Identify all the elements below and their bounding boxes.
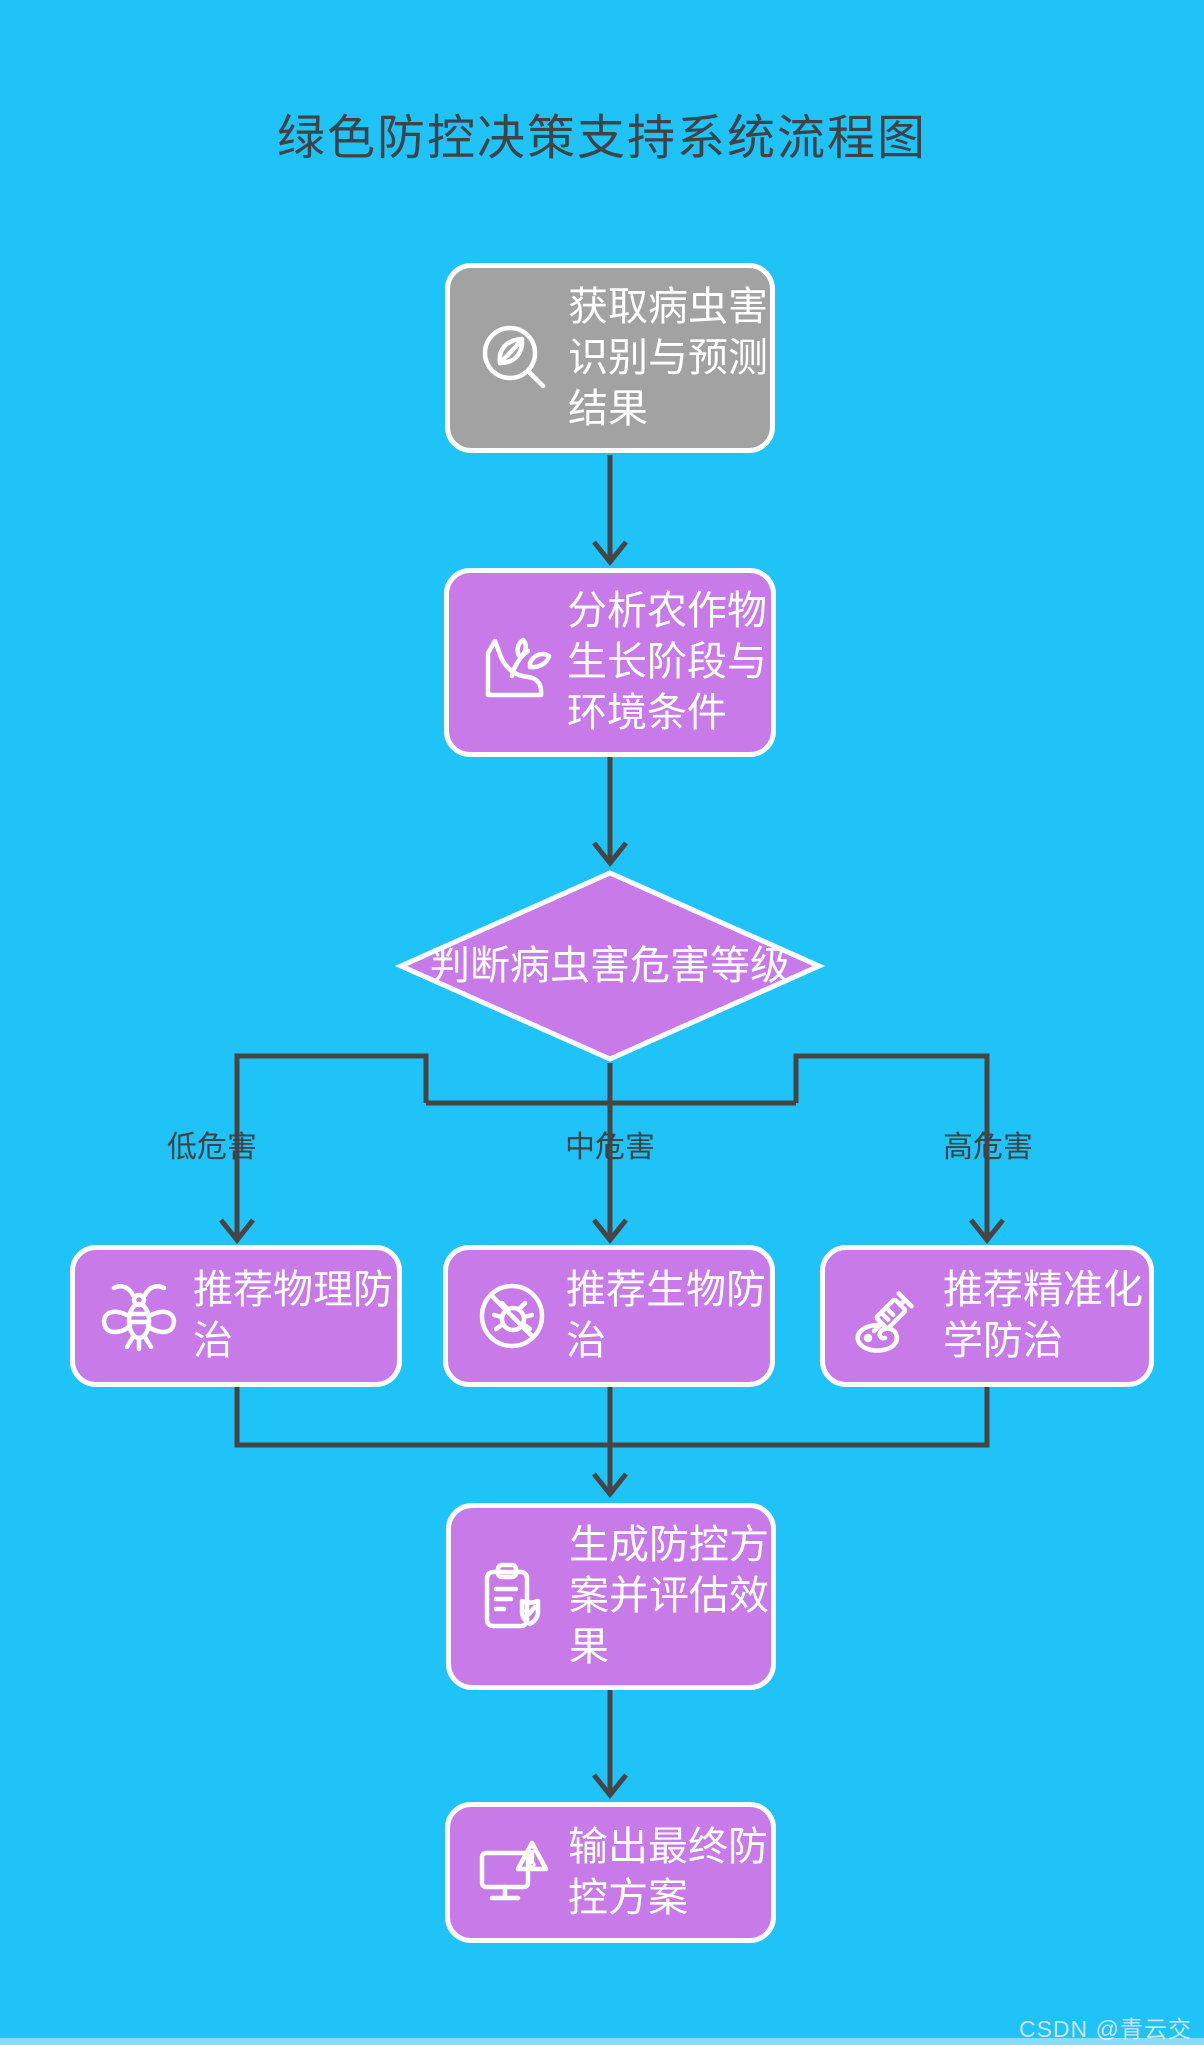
node-evaluate: 生成防控方案并评估效果	[446, 1503, 776, 1690]
clipboard-check-icon	[484, 1562, 541, 1628]
arrowhead	[969, 1218, 1005, 1245]
node-decision: 判断病虫害危害等级	[394, 869, 826, 1063]
arrowhead	[592, 1218, 628, 1245]
node-label: 获取病虫害识别与预测结果	[568, 284, 768, 431]
node-label: 输出最终防控方案	[568, 1824, 768, 1920]
watermark: CSDN @青云交	[1019, 2016, 1192, 2042]
node-acquire: 获取病虫害识别与预测结果	[445, 263, 775, 453]
node-biological: 推荐生物防治	[443, 1245, 775, 1387]
monitor-alert-icon	[479, 1840, 549, 1900]
diamond-shape	[394, 870, 826, 1062]
branch-rail-low	[234, 1053, 429, 1238]
bottom-strip	[0, 2038, 1204, 2045]
branch-label-high: 高危害	[943, 1131, 1033, 1164]
node-label: 分析农作物生长阶段与环境条件	[567, 589, 767, 735]
plant-growth-icon	[485, 637, 552, 697]
arrowhead	[219, 1218, 255, 1245]
node-label: 推荐精准化学防治	[943, 1268, 1143, 1363]
arrowhead	[592, 1472, 628, 1499]
syringe-icon	[855, 1291, 914, 1353]
node-label: 判断病虫害危害等级	[430, 944, 790, 988]
node-label: 推荐物理防治	[193, 1268, 393, 1363]
leaf-search-icon	[482, 325, 546, 389]
arrowhead	[592, 1773, 628, 1800]
no-bug-icon	[479, 1283, 545, 1349]
page-title: 绿色防控决策支持系统流程图	[276, 112, 927, 165]
node-label: 生成防控方案并评估效果	[569, 1523, 769, 1669]
node-analyze: 分析农作物生长阶段与环境条件	[444, 568, 776, 757]
arrowhead	[592, 841, 628, 868]
node-output: 输出最终防控方案	[445, 1802, 776, 1943]
node-label: 推荐生物防治	[566, 1268, 766, 1363]
branch-rail-high	[793, 1053, 990, 1238]
node-physical: 推荐物理防治	[70, 1245, 402, 1387]
arrowhead	[592, 540, 628, 567]
branch-label-medium: 中危害	[565, 1131, 655, 1164]
node-chemical: 推荐精准化学防治	[820, 1245, 1154, 1387]
firefly-icon	[101, 1284, 177, 1352]
branch-label-low: 低危害	[167, 1131, 257, 1164]
